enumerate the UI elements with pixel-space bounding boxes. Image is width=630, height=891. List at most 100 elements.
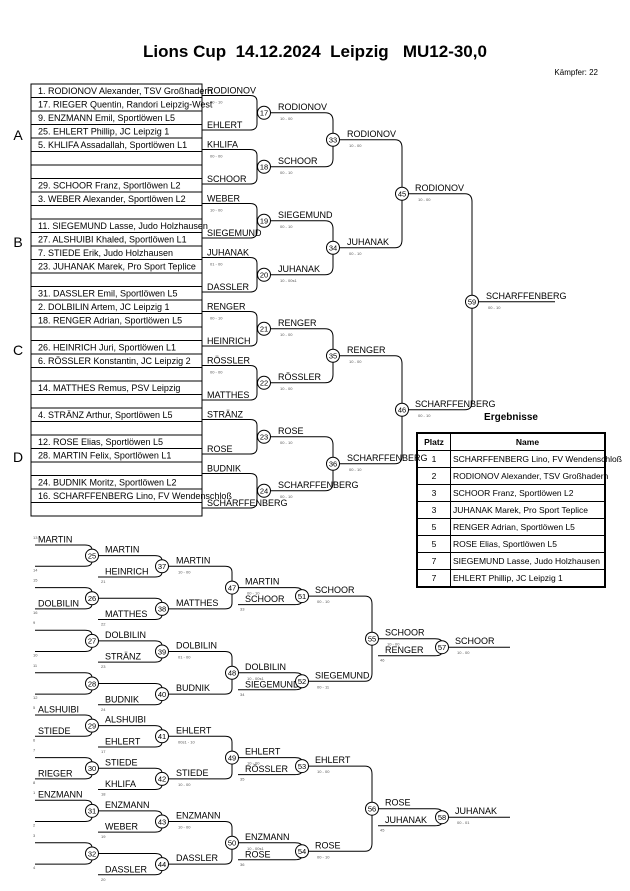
fighter-name: SCHOOR bbox=[278, 156, 318, 166]
source-fight: 20 bbox=[101, 877, 106, 882]
fight-number: 24 bbox=[260, 487, 268, 496]
fight-score: 00 - 10 bbox=[349, 251, 362, 256]
fighter-name: ROSE bbox=[207, 444, 233, 454]
seed-number: 16 bbox=[33, 610, 38, 615]
fight-score: 00 - 10 bbox=[210, 100, 223, 105]
fight-score: 00 - 00 bbox=[210, 370, 223, 375]
results-place: 7 bbox=[416, 552, 451, 570]
source-fight: 19 bbox=[101, 834, 106, 839]
entry-name: 31. DASSLER Emil, Sportlöwen L5 bbox=[38, 289, 178, 299]
fight-number: 48 bbox=[228, 669, 236, 678]
fighter-name: DASSLER bbox=[105, 864, 148, 874]
fighter-name: HEINRICH bbox=[105, 566, 149, 576]
fight-score: 00 - 10 bbox=[317, 599, 330, 604]
fighter-name: DOLBILIN bbox=[176, 641, 217, 651]
seed-number: 15 bbox=[33, 578, 38, 583]
fighter-name: SIEGEMUND bbox=[315, 670, 370, 680]
fight-score: 00 - 10 bbox=[210, 316, 223, 321]
entry-name: 28. MARTIN Felix, Sportlöwen L1 bbox=[38, 451, 171, 461]
fighter-name: RÖSSLER bbox=[207, 356, 251, 366]
fight-score: 10 - 00 bbox=[210, 208, 223, 213]
fighter-name: RENGER bbox=[347, 345, 386, 355]
entry-name: 17. RIEGER Quentin, Randori Leipzig-West bbox=[38, 100, 213, 110]
bracket-connector bbox=[249, 419, 258, 455]
source-fight: 18 bbox=[101, 792, 106, 797]
fight-number: 17 bbox=[260, 109, 268, 118]
entry-name: 14. MATTHES Remus, PSV Leipzig bbox=[38, 383, 180, 393]
source-fight: 17 bbox=[101, 749, 106, 754]
fighter-name: JUHANAK bbox=[278, 264, 320, 274]
fighter-name: ROSE bbox=[315, 840, 341, 850]
seed-number: 1 bbox=[33, 790, 36, 795]
entry-slot bbox=[30, 394, 203, 409]
fighter-name: KHLIFA bbox=[105, 779, 136, 789]
fighter-name: ROSE bbox=[278, 426, 304, 436]
source-fight: 21 bbox=[101, 579, 106, 584]
page-title: Lions Cup 14.12.2024 Leipzig MU12-30,0 bbox=[143, 42, 487, 61]
fighter-name: EHLERT bbox=[105, 736, 141, 746]
results-place: 5 bbox=[416, 518, 451, 536]
fight-score: 10 - 00 bbox=[178, 569, 191, 574]
fight-number: 34 bbox=[329, 244, 337, 253]
fighter-name: BUDNIK bbox=[105, 694, 139, 704]
seed-number: 9 bbox=[33, 620, 36, 625]
fight-score: 00 - 10 bbox=[280, 494, 293, 499]
fight-number: 29 bbox=[88, 721, 96, 730]
results-name: RODIONOV Alexander, TSV Großhadern bbox=[450, 467, 608, 485]
fight-number: 49 bbox=[228, 753, 236, 762]
fighter-name: DOLBILIN bbox=[245, 662, 286, 672]
results-place: 7 bbox=[416, 569, 451, 588]
fight-score: 10 - 00 bbox=[418, 197, 431, 202]
fight-number: 26 bbox=[88, 594, 96, 603]
entry-name: 11. SIEGEMUND Lasse, Judo Holzhausen bbox=[38, 221, 208, 231]
seed-number: 13 bbox=[33, 535, 38, 540]
seed-number: 2 bbox=[33, 823, 36, 828]
fight-score: 00 - 01 bbox=[457, 820, 470, 825]
fight-number: 37 bbox=[158, 562, 166, 571]
fight-number: 39 bbox=[158, 647, 166, 656]
fighter-name: STIEDE bbox=[105, 757, 138, 767]
fight-number: 33 bbox=[329, 136, 337, 145]
fighter-name: ENZMANN bbox=[105, 800, 150, 810]
fight-score: 10 - 00 bbox=[387, 642, 400, 647]
fighter-name: SCHARFFENBERG bbox=[415, 399, 496, 409]
fighter-name: MATTHES bbox=[105, 609, 147, 619]
fight-score: 00 - 10 bbox=[418, 413, 431, 418]
fight-number: 55 bbox=[368, 635, 376, 644]
results-name: RENGER Adrian, Sportlöwen L5 bbox=[450, 518, 606, 536]
fighter-name: MARTIN bbox=[38, 535, 72, 545]
fighter-name: RODIONOV bbox=[278, 102, 327, 112]
fighter-name: JUHANAK bbox=[347, 237, 389, 247]
source-fight: 23 bbox=[101, 664, 106, 669]
source-fight: 22 bbox=[101, 622, 106, 627]
results-name: SIEGEMUND Lasse, Judo Holzhausen bbox=[450, 552, 606, 570]
fighter-name: JUHANAK bbox=[455, 806, 497, 816]
fighter-name: STRÄNZ bbox=[105, 652, 142, 662]
fighter-name: RENGER bbox=[385, 645, 424, 655]
fight-score: 00s1 - 10 bbox=[178, 739, 195, 744]
entry-slot bbox=[30, 421, 203, 436]
entry-name: 27. ALSHUIBI Khaled, Sportlöwen L1 bbox=[38, 235, 187, 245]
bracket-connector bbox=[249, 311, 258, 347]
pool-letter: C bbox=[13, 342, 23, 358]
fight-number: 35 bbox=[329, 352, 337, 361]
entry-slot bbox=[30, 326, 203, 341]
fighter-name: STIEDE bbox=[38, 726, 71, 736]
fight-number: 58 bbox=[438, 813, 446, 822]
fighter-name: BUDNIK bbox=[207, 464, 241, 474]
fighter-name: EHLERT bbox=[245, 747, 281, 757]
fight-number: 23 bbox=[260, 433, 268, 442]
results-place: 2 bbox=[416, 467, 451, 485]
source-fight: 33 bbox=[240, 607, 245, 612]
fight-score: 01 - 00 bbox=[178, 655, 191, 660]
fight-number: 47 bbox=[228, 583, 236, 592]
pool-letter: A bbox=[13, 127, 23, 143]
fight-score: 00 - 00 bbox=[210, 154, 223, 159]
fighter-name: DOLBILIN bbox=[105, 630, 146, 640]
